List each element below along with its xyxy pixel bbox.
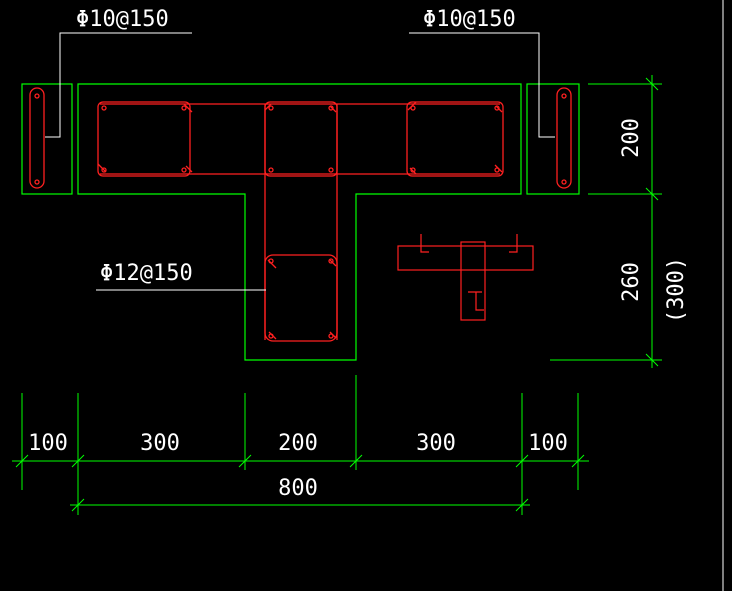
dim-label-stem-height: 260 [619,262,644,302]
dim-label-right-span: 300 [416,431,456,456]
dim-label-flange-height: 200 [619,118,644,158]
flange-stirrup-1 [97,101,191,177]
dim-label-right-flange: 100 [528,431,568,456]
dim-label-left-span: 300 [140,431,180,456]
t-section-outline [77,83,522,361]
dimension-lines [12,75,662,515]
dim-label-total: 800 [278,476,318,501]
rebar-label-stem: Φ12@150 [100,261,193,286]
flange-stirrup-3 [406,101,504,177]
dim-label-stem-height-alt: (300) [664,257,689,323]
rebar-label-left: Φ10@150 [76,7,169,32]
flange-stirrup-2 [264,101,338,177]
right-flange-segment [526,83,580,195]
leaders [45,32,555,291]
concrete-outline [21,83,580,361]
left-stirrup [29,87,45,189]
dim-label-stem: 200 [278,431,318,456]
hook-detail [397,234,534,321]
leader-right [409,32,555,138]
hook-detail-horizontal [397,245,534,271]
rebar-label-right: Φ10@150 [423,7,516,32]
dim-label-left-flange: 100 [28,431,68,456]
leader-left [45,32,192,138]
hook-detail-vertical [460,241,486,321]
right-stirrup [556,87,572,189]
left-flange-segment [21,83,73,195]
stem-stirrup [264,254,338,342]
rebar-group [29,87,572,342]
